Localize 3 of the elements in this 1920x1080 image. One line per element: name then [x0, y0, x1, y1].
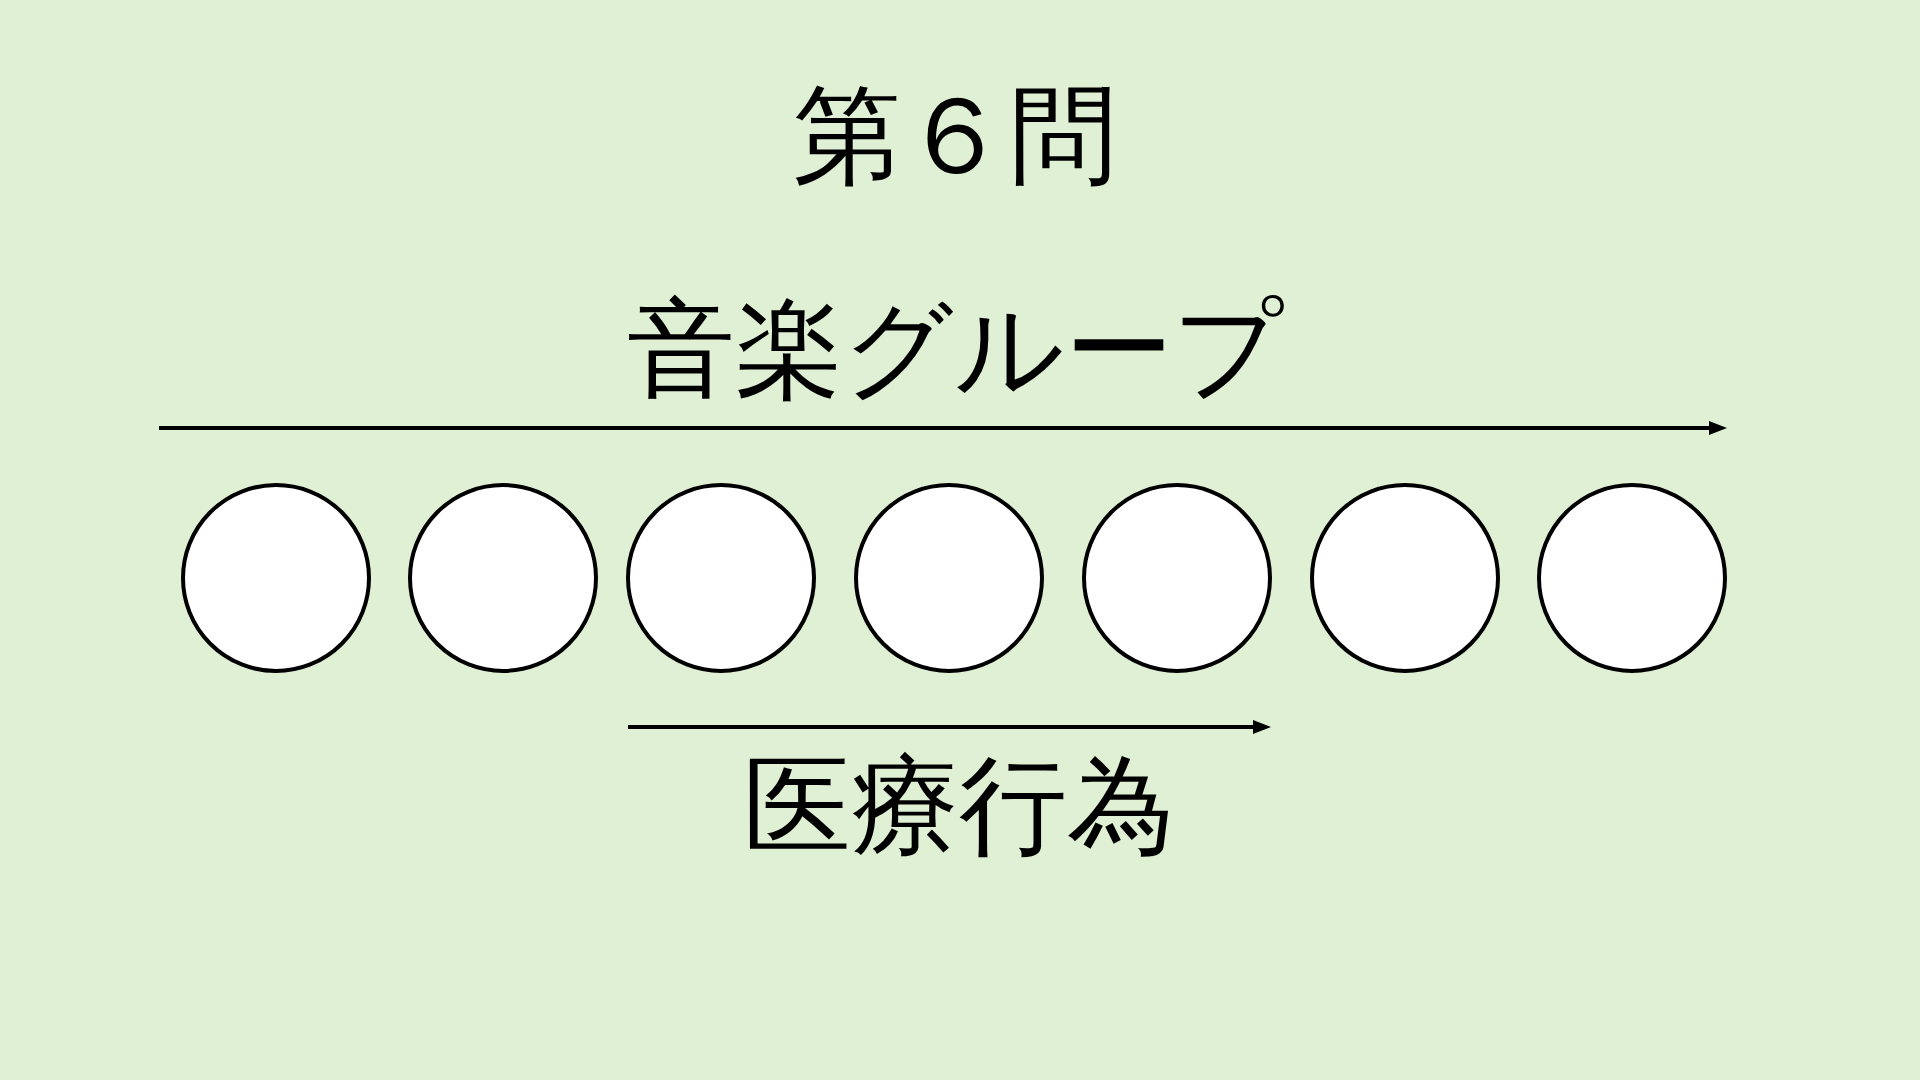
label-text: 音楽グループ: [626, 295, 1284, 403]
title: 第６問: [793, 82, 1117, 190]
label-text: 医療行為: [743, 752, 1175, 860]
